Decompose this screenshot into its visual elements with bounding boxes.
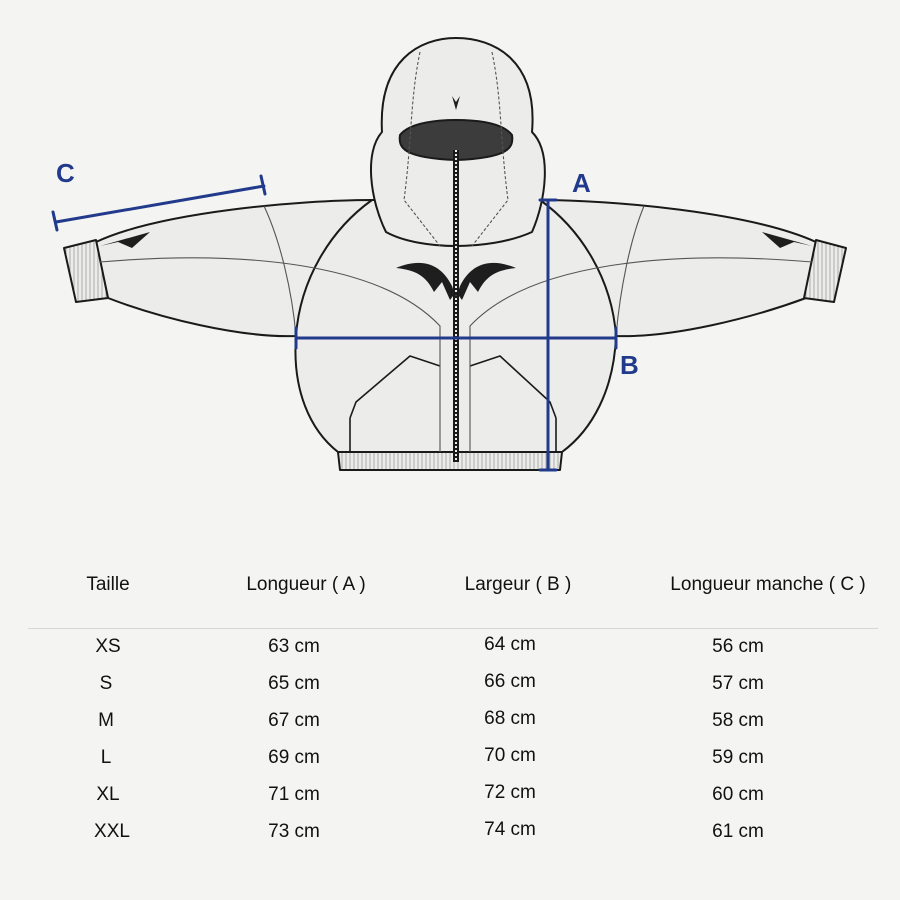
sleeve-cell: 58 cm bbox=[712, 710, 764, 731]
chest-print bbox=[396, 96, 516, 300]
size-cell: M bbox=[98, 710, 114, 731]
header-sleeve: Longueur manche ( C ) bbox=[670, 574, 866, 595]
measure-c-label: C bbox=[56, 158, 75, 188]
width-cell: 70 cm bbox=[484, 745, 536, 766]
width-cell: 64 cm bbox=[484, 634, 536, 655]
header-divider bbox=[28, 628, 878, 629]
size-cell: XL bbox=[96, 784, 120, 805]
length-cell: 63 cm bbox=[268, 636, 320, 657]
width-cell: 72 cm bbox=[484, 782, 536, 803]
length-cell: 65 cm bbox=[268, 673, 320, 694]
size-table: Taille Longueur ( A ) Largeur ( B ) Long… bbox=[0, 560, 900, 880]
header-size: Taille bbox=[86, 574, 130, 595]
size-cell: XXL bbox=[94, 821, 130, 842]
right-pocket bbox=[469, 355, 557, 452]
hem-band bbox=[337, 451, 563, 471]
header-width: Largeur ( B ) bbox=[464, 574, 572, 595]
measure-a-label: A bbox=[572, 168, 591, 198]
size-cell: S bbox=[99, 673, 113, 694]
left-pocket bbox=[349, 355, 441, 452]
hoodie-diagram: A B C bbox=[51, 37, 847, 472]
length-cell: 67 cm bbox=[268, 710, 320, 731]
length-cell: 73 cm bbox=[268, 821, 320, 842]
sleeve-cell: 61 cm bbox=[712, 821, 764, 842]
sleeve-cell: 57 cm bbox=[712, 673, 764, 694]
sleeve-print-left bbox=[100, 232, 150, 248]
measure-b-label: B bbox=[620, 350, 639, 380]
header-length: Longueur ( A ) bbox=[246, 574, 366, 595]
sleeve-cell: 60 cm bbox=[712, 784, 764, 805]
right-cuff bbox=[803, 239, 847, 303]
sleeve-cell: 59 cm bbox=[712, 747, 764, 768]
width-cell: 68 cm bbox=[484, 708, 536, 729]
size-cell: L bbox=[100, 747, 112, 768]
length-cell: 71 cm bbox=[268, 784, 320, 805]
sleeve-print-right bbox=[762, 232, 812, 248]
size-cell: XS bbox=[95, 636, 121, 657]
length-cell: 69 cm bbox=[268, 747, 320, 768]
left-cuff bbox=[63, 239, 109, 303]
hood-opening bbox=[398, 119, 514, 161]
width-cell: 74 cm bbox=[484, 819, 536, 840]
measure-c-line bbox=[54, 184, 266, 224]
sleeve-cell: 56 cm bbox=[712, 636, 764, 657]
width-cell: 66 cm bbox=[484, 671, 536, 692]
measure-lines bbox=[51, 174, 618, 472]
seams bbox=[99, 51, 813, 452]
